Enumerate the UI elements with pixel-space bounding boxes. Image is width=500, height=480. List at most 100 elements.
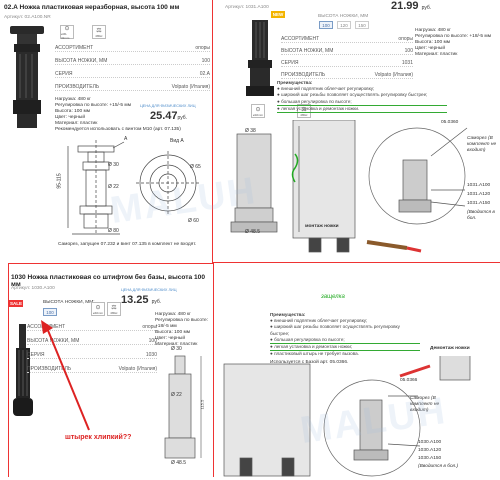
height-option-100[interactable]: 100	[319, 21, 333, 29]
dim-label: Вид А	[170, 138, 184, 144]
height-option-120[interactable]: 120	[337, 21, 351, 29]
currency: руб.	[177, 115, 188, 121]
thumb-diameter[interactable]: ⊙ ø32mm	[251, 104, 265, 118]
price: 21.99 руб.	[391, 0, 432, 12]
dim-label: Ø 48.5	[245, 229, 261, 235]
footnote: Рекомендуется использовать с винтом М10 …	[55, 127, 181, 132]
dim-label: Ø 22	[171, 392, 182, 398]
advantage-item: ● пластиковый штырь не требует вызова.	[270, 351, 359, 357]
props-list: Нагрузка: 480 кг Регулировка по высоте: …	[155, 312, 209, 347]
callout-label: 05.0366	[400, 378, 418, 383]
currency: руб.	[421, 5, 432, 11]
thumb-load[interactable]: ⚖ 480кг	[92, 25, 106, 39]
thumb-label: 480кг	[110, 310, 118, 315]
product-panel-1031: NEW ВЫСОТА НОЖКИ, ММ Артикул: 1031.A100 …	[212, 0, 500, 300]
callout-label: 1030.A120	[418, 448, 442, 453]
props-list: Нагрузка: 480 кг Регулировка по высоте: …	[415, 28, 492, 57]
new-badge: NEW	[271, 11, 285, 18]
dim-label: Ø 38	[245, 128, 256, 134]
thumb-diameter[interactable]: ⊙ ø40mm	[91, 302, 105, 316]
handwritten-note: защелка	[321, 294, 345, 300]
technical-drawing: A Вид А Ø 30 Ø 22 Ø 80 Ø 65 Ø 60 95-115	[8, 136, 208, 238]
dim-label: Ø 22	[108, 184, 119, 190]
dim-label: Ø 30	[171, 346, 182, 352]
height-option-150[interactable]: 150	[355, 21, 369, 29]
price: 13.25 руб.	[121, 294, 162, 306]
product-article: Артикул: 1031.A100	[225, 5, 269, 10]
callout-label: Саморез (В комплект не входит)	[410, 396, 440, 413]
dim-label: Ø 80	[108, 228, 119, 234]
drawing-caption: Саморез, запущен 07.232 и винт 07.135 в …	[58, 242, 197, 247]
dim-label: 95-115	[56, 173, 63, 189]
callout-label: 1031.A100	[467, 183, 491, 188]
thumb-label: 480кг	[95, 33, 103, 38]
advantage-item: ● легкая установка и демонтаж ножки.	[277, 106, 447, 113]
sale-badge: SALE	[9, 300, 23, 307]
dim-label: A	[124, 136, 128, 142]
spec-fragment: ВЫСОТА НОЖКИ, ММ	[318, 14, 369, 19]
base-note: Используется с Базой арт. 05.0366.	[270, 360, 349, 365]
product-article: Артикул: 1030.A100	[11, 286, 55, 291]
technical-drawing: Ø 30 Ø 22 Ø 48.5 115.5	[157, 346, 213, 472]
price: 25.47руб.	[150, 110, 188, 122]
diameter-icon: ⊙	[64, 25, 70, 32]
advantages-title: Преимущества:	[277, 80, 313, 85]
diameter-icon: ⊙	[255, 106, 261, 113]
handwritten-annotation: штырек хлипкий??	[65, 434, 132, 441]
price-note: ЦЕНА ДЛЯ ФИЗИЧЕСКИХ ЛИЦ	[140, 104, 196, 108]
weight-icon: ⚖	[96, 27, 102, 34]
dim-label: Ø 30	[108, 162, 119, 168]
thumb-load[interactable]: ⚖ 480кг	[297, 104, 311, 118]
product-title: 1030 Ножка пластиковая со штифтом без ба…	[11, 274, 205, 288]
callout-label: 1031.A150	[467, 201, 491, 206]
advantage-item: ● внешний подпятник облегчает регулировк…	[270, 318, 368, 324]
dim-label: 115.5	[199, 399, 205, 410]
product-image[interactable]	[241, 18, 279, 100]
callout-label: 1031.A120	[467, 192, 491, 197]
product-image[interactable]	[9, 322, 37, 432]
advantage-item: ● широкий шаг резьбы позволяет осуществл…	[270, 324, 400, 336]
callout-label: Демонтаж ножки	[430, 346, 470, 351]
installation-drawing: Ø 48.5 Ø 38 05.0360 Саморез (В комплект …	[217, 119, 499, 300]
dim-label: Ø 60	[188, 218, 199, 224]
advantage-item: ● внешний подпятник облегчает регулировк…	[277, 86, 375, 92]
advantage-item: ● большая регулировка по высоте;	[270, 337, 420, 344]
callout-label: 1030.A150	[418, 456, 442, 461]
product-title: 02.A Ножка пластиковая неразборная, высо…	[4, 4, 180, 11]
thumb-diameter[interactable]: ⊙ ø30-32mm	[60, 25, 74, 40]
advantages-title: Преимущества:	[270, 312, 306, 317]
advantages-1030: Преимущества: ● внешний подпятник облегч…	[270, 312, 420, 357]
dim-label: Ø 65	[190, 164, 201, 170]
product-panel-1030: 1030 Ножка пластиковая со штифтом без ба…	[8, 263, 214, 477]
product-panel-02a: 02.A Ножка пластиковая неразборная, высо…	[0, 0, 212, 262]
advantage-item: ● широкий шаг резьбы позволяет осуществл…	[277, 92, 428, 98]
installation-drawing-1030: Демонтаж ножки 05.0366 Саморез (В компле…	[222, 346, 498, 478]
advantages: Преимущества: ● внешний подпятник облегч…	[277, 80, 447, 113]
dim-label: Ø 48.5	[171, 460, 187, 466]
weight-icon: ⚖	[301, 106, 307, 113]
price-note: ЦЕНА ДЛЯ ФИЗИЧЕСКИХ ЛИЦ	[121, 288, 177, 292]
height-label: ВЫСОТА НОЖКИ, ММ:	[43, 300, 95, 305]
thumb-label: ø40mm	[92, 310, 104, 315]
arrow-icon	[41, 320, 90, 431]
thumb-label: ø32mm	[252, 112, 264, 117]
callout-label: (Вводится в бол.	[467, 210, 495, 221]
height-option-100[interactable]: 100	[43, 308, 57, 316]
callout-label: 05.0360	[441, 120, 459, 125]
thumb-label: 480кг	[300, 112, 308, 117]
callout-label: монтаж ножки	[305, 224, 339, 229]
callout-label: 1030.A100	[418, 440, 442, 445]
props-list: Нагрузка: 480 кг Регулировка по высоте: …	[55, 97, 132, 126]
product-image[interactable]	[4, 22, 50, 134]
callout-label: (Вводится в бол.)	[418, 464, 459, 469]
thumb-load[interactable]: ⚖ 480кг	[107, 302, 121, 316]
weight-icon: ⚖	[111, 304, 117, 311]
